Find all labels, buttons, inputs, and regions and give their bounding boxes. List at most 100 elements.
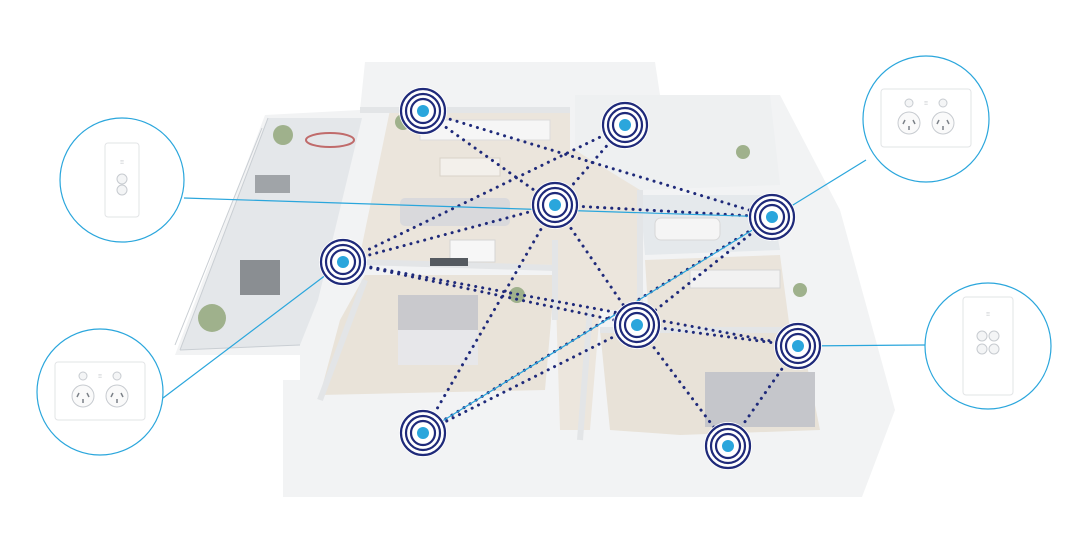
mesh-link bbox=[421, 109, 774, 219]
balcony-railing bbox=[174, 117, 301, 351]
mesh-link bbox=[421, 109, 557, 207]
node-ring bbox=[404, 414, 442, 452]
node-ring bbox=[541, 191, 569, 219]
powerpoint-plate bbox=[54, 361, 146, 421]
switch-4-button-callout: ⁝⁝ bbox=[924, 282, 1052, 410]
outlet-socket bbox=[931, 111, 955, 135]
hub-node bbox=[531, 181, 579, 229]
switch-plate bbox=[962, 296, 1014, 396]
node-ring bbox=[606, 106, 644, 144]
second-bed bbox=[705, 372, 815, 427]
kitchen-living-floor bbox=[360, 110, 640, 270]
bicycle bbox=[305, 132, 355, 148]
outdoor-table bbox=[255, 175, 290, 193]
node-ring bbox=[404, 92, 442, 130]
outlet-socket bbox=[105, 384, 129, 408]
node-ring bbox=[714, 432, 742, 460]
outlet-pin bbox=[902, 119, 906, 125]
mesh-link bbox=[635, 323, 800, 348]
node-ring bbox=[536, 186, 574, 224]
node-ring bbox=[613, 301, 661, 349]
outlet-pin bbox=[86, 392, 90, 398]
outlet-pin bbox=[76, 392, 80, 398]
node-ring bbox=[774, 322, 822, 370]
switch-node bbox=[601, 101, 649, 149]
node-ring bbox=[618, 306, 656, 344]
node-ring bbox=[748, 193, 796, 241]
dining-table bbox=[439, 157, 501, 177]
outlet-switch bbox=[904, 98, 914, 108]
node-core bbox=[722, 440, 734, 452]
switch-button bbox=[976, 343, 988, 355]
switch-button bbox=[976, 330, 988, 342]
bathtub bbox=[654, 217, 721, 241]
node-ring bbox=[409, 97, 437, 125]
outlet-switch bbox=[938, 98, 948, 108]
led-dots: ⁝⁝ bbox=[120, 160, 124, 166]
sofa bbox=[400, 198, 510, 226]
powerpoint-plate bbox=[880, 88, 972, 148]
node-ring bbox=[409, 419, 437, 447]
node-core bbox=[766, 211, 778, 223]
node-core bbox=[792, 340, 804, 352]
node-core bbox=[619, 119, 631, 131]
led-dots: ⁝⁝ bbox=[924, 101, 928, 107]
node-ring bbox=[399, 87, 447, 135]
mesh-link bbox=[553, 203, 639, 327]
switch-button bbox=[116, 184, 128, 196]
switch-button bbox=[988, 343, 1000, 355]
plant bbox=[736, 145, 750, 159]
outlet-socket bbox=[897, 111, 921, 135]
mesh-link bbox=[341, 123, 627, 264]
mesh-link bbox=[341, 260, 800, 348]
switch-node bbox=[774, 322, 822, 370]
double-powerpoint-callout: ⁝⁝ bbox=[36, 328, 164, 456]
tv-unit bbox=[430, 258, 468, 266]
mesh-link bbox=[421, 323, 639, 435]
led-dots: ⁝⁝ bbox=[986, 312, 990, 318]
node-ring bbox=[329, 248, 357, 276]
node-ring bbox=[753, 198, 791, 236]
desk bbox=[689, 269, 781, 289]
outlet-pin bbox=[912, 119, 916, 125]
plant bbox=[793, 283, 807, 297]
outlet-pin bbox=[110, 392, 114, 398]
node-core bbox=[417, 105, 429, 117]
mesh-link bbox=[341, 203, 557, 264]
led-dots: ⁝⁝ bbox=[98, 374, 102, 380]
node-ring bbox=[623, 311, 651, 339]
switch-node bbox=[748, 193, 796, 241]
outlet-socket bbox=[71, 384, 95, 408]
single-switch-2-button-callout: ⁝⁝ bbox=[59, 117, 185, 243]
node-core bbox=[631, 319, 643, 331]
outlet-switch bbox=[78, 371, 88, 381]
device-callouts: ⁝⁝ ⁝⁝ ⁝⁝ ⁝⁝ bbox=[36, 55, 1052, 456]
mesh-link bbox=[421, 203, 557, 435]
outlet-pin bbox=[120, 392, 124, 398]
callout-line bbox=[183, 197, 773, 218]
powerpoint-node bbox=[399, 409, 447, 457]
node-ring bbox=[319, 238, 367, 286]
outdoor-sofa bbox=[240, 260, 280, 295]
double-powerpoint-callout: ⁝⁝ bbox=[862, 55, 990, 183]
node-ring bbox=[758, 203, 786, 231]
callout-line bbox=[162, 261, 344, 399]
node-ring bbox=[784, 332, 812, 360]
outlet-pin bbox=[946, 119, 950, 125]
balcony-floor bbox=[180, 118, 362, 350]
switch-node bbox=[704, 422, 752, 470]
outlet-switch bbox=[112, 371, 122, 381]
switch-button bbox=[988, 330, 1000, 342]
plant bbox=[198, 304, 226, 332]
node-ring bbox=[779, 327, 817, 365]
switch-button bbox=[116, 173, 128, 185]
node-core bbox=[549, 199, 561, 211]
node-ring bbox=[531, 181, 579, 229]
node-core bbox=[337, 256, 349, 268]
floor-plan bbox=[174, 62, 895, 497]
coffee-table bbox=[449, 239, 496, 263]
mesh-link bbox=[553, 203, 774, 219]
node-ring bbox=[611, 111, 639, 139]
node-ring bbox=[399, 409, 447, 457]
